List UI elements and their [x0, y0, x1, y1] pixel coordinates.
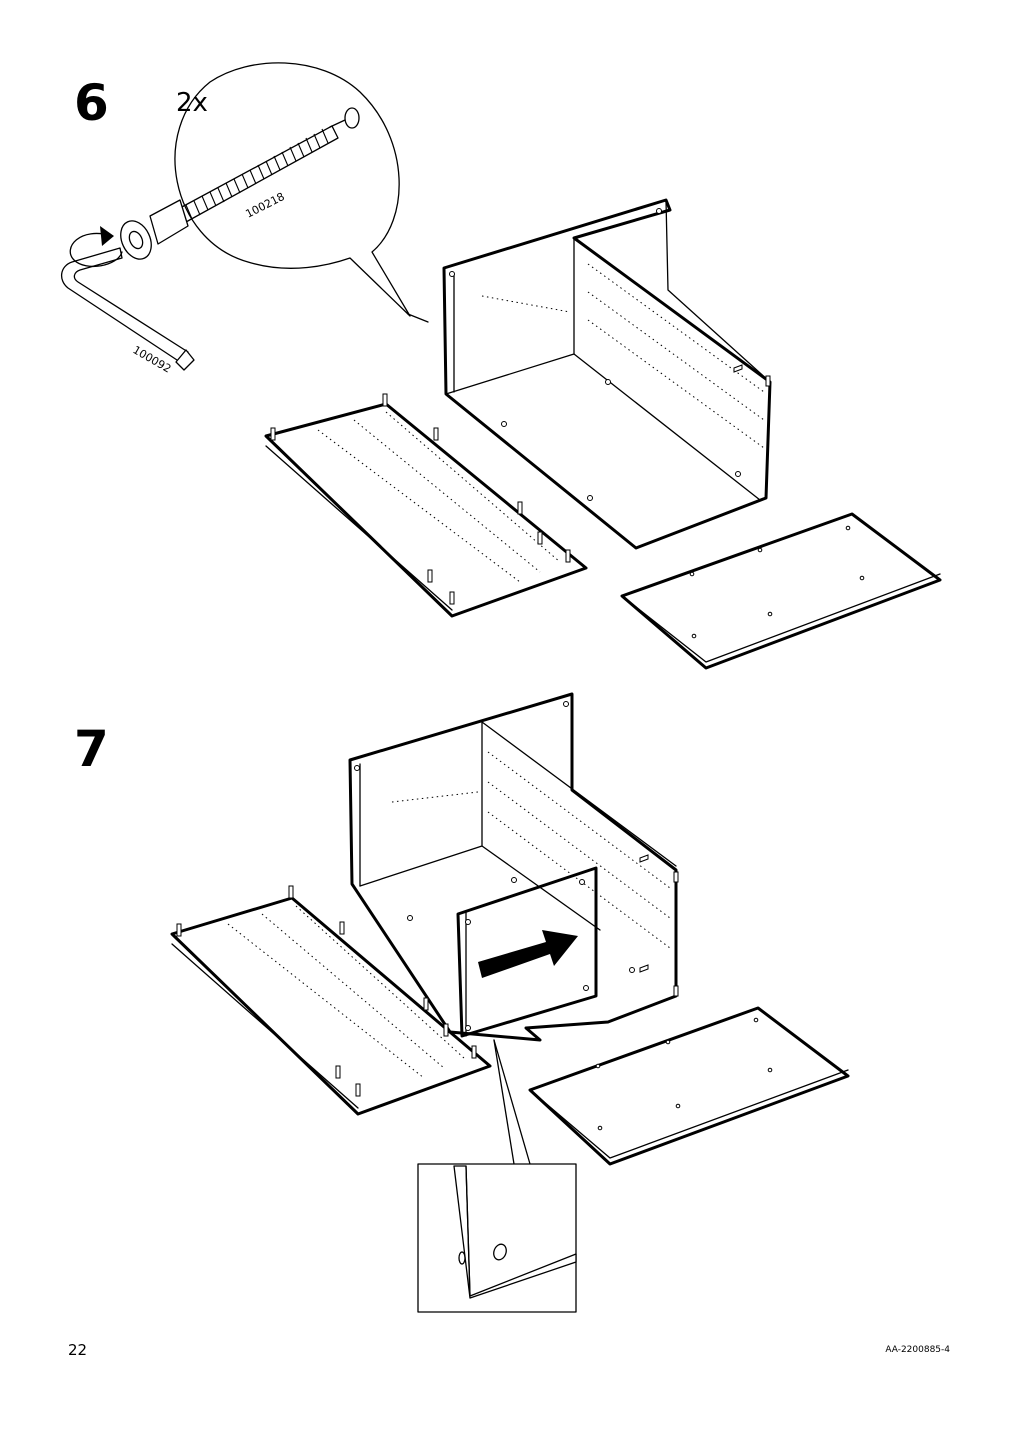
step-7-end-panel	[456, 866, 598, 1038]
rotate-arrow-icon	[100, 226, 114, 246]
step-7-side-panel	[170, 885, 492, 1116]
step-6-side-panel	[264, 393, 588, 618]
step-6-bottom-panel	[620, 512, 942, 670]
step-7-bottom-panel	[528, 1006, 850, 1166]
step-7-carcass	[348, 692, 679, 1042]
step-6-illustration: 100218 100092	[61, 62, 942, 670]
cam-screw-part-number: 100218	[243, 190, 286, 221]
edge-detail-callout	[417, 1039, 577, 1313]
step-6-quantity: 2x	[176, 88, 208, 118]
step-6-carcass	[442, 198, 772, 550]
step-7-illustration	[170, 692, 850, 1313]
document-code: AA-2200885-4	[885, 1345, 950, 1355]
page-number: 22	[68, 1341, 88, 1359]
step-7-number: 7	[74, 720, 109, 778]
step-6-number: 6	[74, 74, 109, 132]
cam-screw-detail-callout: 100218	[120, 62, 411, 317]
insert-arrow-icon	[478, 930, 578, 978]
cam-screw-icon: 100218	[120, 107, 360, 260]
